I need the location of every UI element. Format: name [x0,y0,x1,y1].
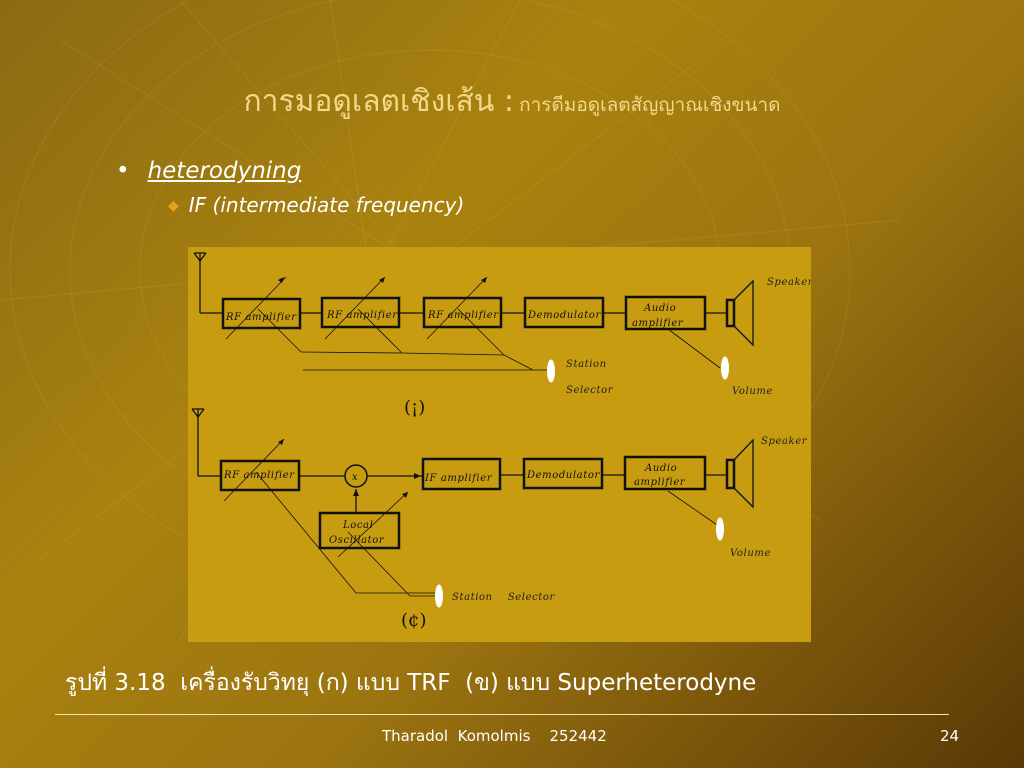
sh-if-label: IF amplifier [424,473,493,484]
antenna-icon [191,408,205,476]
receiver-diagram: RF amplifier RF amplifier RF amplifier D… [188,247,811,642]
sh-speaker-label: Speaker [761,436,808,447]
sh-station-selector-label: Station Selector [452,592,556,603]
bullet-1-text: heterodyning [147,158,302,184]
page-number: 24 [940,727,960,745]
trf-station-knob[interactable] [547,359,555,383]
footer-divider [55,714,949,715]
sh-demod-label: Demodulator [526,470,600,481]
antenna-icon [193,252,207,313]
trf-speaker-label: Speaker [767,277,811,288]
trf-audio-line2: amplifier [632,318,684,329]
diamond-bullet-icon: ◆ [168,198,179,214]
figure-caption: รูปที่ 3.18 เครื่องรับวิทยุ (ก) แบบ TRF … [65,670,757,696]
sh-station-knob[interactable] [435,584,443,608]
sh-volume-label: Volume [730,548,771,559]
sh-osc-line2: Oscillator [329,535,385,546]
bullet-2-text: IF (intermediate frequency) [188,193,465,217]
slide-title: การมอดูเลตเชิงเส้น : การดีมอดูเลตสัญญาณเ… [0,78,1024,125]
speaker-icon [725,279,754,347]
trf-station-label: Station [566,359,607,370]
trf-selector-label: Selector [566,385,614,396]
title-main: การมอดูเลตเชิงเส้น : [243,84,515,119]
bullet-dot-icon: • [116,158,130,184]
bullet-heterodyning: • heterodyning [116,158,301,184]
trf-volume-knob[interactable] [721,356,729,380]
sh-audio-line1: Audio [644,463,677,474]
sh-mixer-label: x [352,472,358,483]
trf-block-label-2: RF amplifier [326,310,398,321]
part-label-a: (¡) [404,397,425,418]
trf-volume-label: Volume [732,386,773,397]
speaker-icon [725,438,754,509]
bullet-if: ◆ IF (intermediate frequency) [168,193,464,217]
trf-block-label-1: RF amplifier [225,312,297,323]
trf-block-label-4: Demodulator [527,310,601,321]
title-sub: การดีมอดูเลตสัญญาณเชิงขนาด [519,94,781,116]
sh-demodulator [522,457,604,490]
trf-block-label-3: RF amplifier [427,310,499,321]
sh-osc-line1: Local [342,520,373,531]
part-label-b: (¢) [401,610,427,631]
trf-audio-line1: Audio [643,303,676,314]
footer-author: Tharadol Komolmis 252442 [382,727,607,745]
sh-audio-amp [623,455,707,491]
sh-if-amp [421,457,502,491]
sh-rf-label: RF amplifier [223,470,295,481]
sh-local-oscillator [318,511,401,550]
sh-volume-knob[interactable] [716,517,724,541]
sh-audio-line2: amplifier [634,477,686,488]
